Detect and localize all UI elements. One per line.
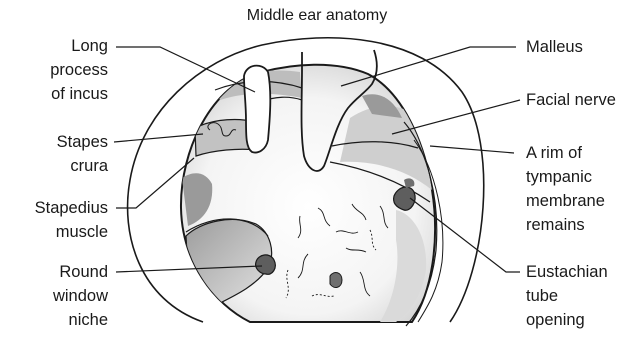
label-eustachian-tube-opening: Eustachian tube opening <box>526 260 634 332</box>
label-long-process-of-incus: Long process of incus <box>20 34 108 106</box>
round-window-niche <box>256 255 276 274</box>
incus-long-process <box>244 66 270 153</box>
label-tympanic-membrane-rim: A rim of tympanic membrane remains <box>526 141 634 237</box>
label-round-window-niche: Round window niche <box>20 260 108 332</box>
label-stapes-crura: Stapes crura <box>20 130 108 178</box>
small-dark-blob <box>330 273 342 288</box>
leader-stapes <box>114 134 203 142</box>
label-stapedius-muscle: Stapedius muscle <box>0 196 108 244</box>
leader-facial-nerve <box>392 100 520 134</box>
eustachian-tube-opening <box>394 187 415 210</box>
leader-tympanic-rim <box>430 146 514 153</box>
label-facial-nerve: Facial nerve <box>526 88 634 112</box>
label-malleus: Malleus <box>526 35 630 59</box>
